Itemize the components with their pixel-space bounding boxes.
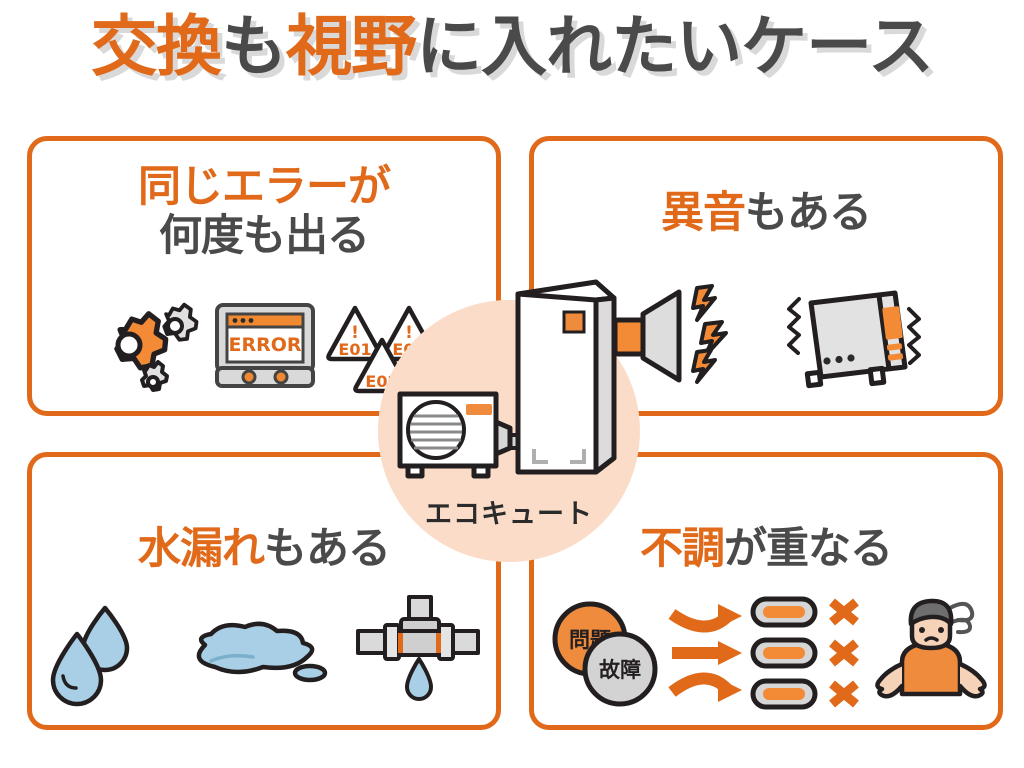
card-br-heading-orange: 不調 — [640, 524, 725, 574]
lightning-bolt-icon — [691, 284, 717, 322]
card-tl-icon-row: ERROR ! ! E01 E01 — [32, 296, 496, 396]
problem-failure-circles-icon: 問題 故障 — [546, 597, 662, 709]
unit-indicator — [466, 404, 492, 415]
card-bl-heading-gray: もある — [264, 524, 391, 574]
title-segment-orange-2: 視野 — [286, 8, 417, 85]
title-segment-orange-1: 交換 — [91, 8, 222, 85]
failure-circle-label: 故障 — [599, 658, 641, 682]
gears-icon — [91, 298, 203, 394]
leaking-pipe-icon — [356, 595, 480, 705]
card-tr-icon-row — [534, 281, 998, 391]
confusion-swirl-icon — [948, 601, 975, 635]
warning-exclamation-2: ! — [405, 323, 413, 343]
card-bl-heading: 水漏れもある — [32, 524, 496, 574]
failure-circle-icon — [582, 631, 658, 707]
card-same-error: 同じエラーが 何度も出る — [27, 136, 501, 416]
error-code-1: E01 — [338, 340, 371, 359]
lightning-bolt-icon — [691, 348, 717, 384]
fan-grille-icon — [406, 400, 466, 460]
vibrating-unit-icon — [783, 281, 923, 391]
card-tr-heading-orange: 異音 — [661, 188, 746, 238]
error-monitor-label: ERROR — [228, 334, 301, 356]
water-drops-icon — [49, 598, 145, 707]
card-tr-heading-gray: もある — [745, 188, 872, 238]
card-tr-heading: 異音もある — [534, 188, 998, 238]
card-br-heading-gray: が重なる — [724, 524, 893, 574]
puddle-icon — [167, 617, 335, 683]
title-segment-gray-2: に入れたいケース — [416, 8, 934, 85]
warning-exclamation-1: ! — [351, 323, 359, 343]
tank-indicator — [562, 310, 586, 334]
page-title: 交換も視野に入れたいケース — [0, 12, 1024, 81]
card-tl-heading: 同じエラーが 何度も出る — [32, 162, 496, 262]
checklist-fail-icon — [750, 595, 868, 711]
vibration-lines-icon — [787, 297, 921, 365]
ecocute-label: エコキュート — [425, 499, 593, 530]
card-tl-heading-line2: 何度も出る — [159, 211, 370, 262]
ecocute-illustration — [378, 272, 640, 502]
person-body — [899, 641, 963, 697]
card-bl-icon-row — [32, 595, 496, 707]
shrugging-person-icon — [872, 594, 987, 712]
card-bl-heading-orange: 水漏れ — [138, 524, 265, 574]
crossing-arrows-icon — [666, 598, 746, 708]
water-drip-icon — [405, 657, 433, 701]
person-right-hand — [957, 661, 987, 699]
card-tl-heading-line1: 同じエラーが — [138, 162, 391, 212]
title-segment-gray-1: も — [221, 8, 287, 85]
card-br-heading: 不調が重なる — [534, 524, 998, 574]
lightning-bolt-icon — [699, 320, 728, 358]
person-left-hand — [875, 661, 905, 699]
card-br-icon-row: 問題 故障 — [534, 593, 998, 713]
person-hair — [908, 598, 954, 627]
cross-mark-icon — [829, 598, 859, 708]
error-monitor-icon: ERROR — [213, 300, 317, 392]
